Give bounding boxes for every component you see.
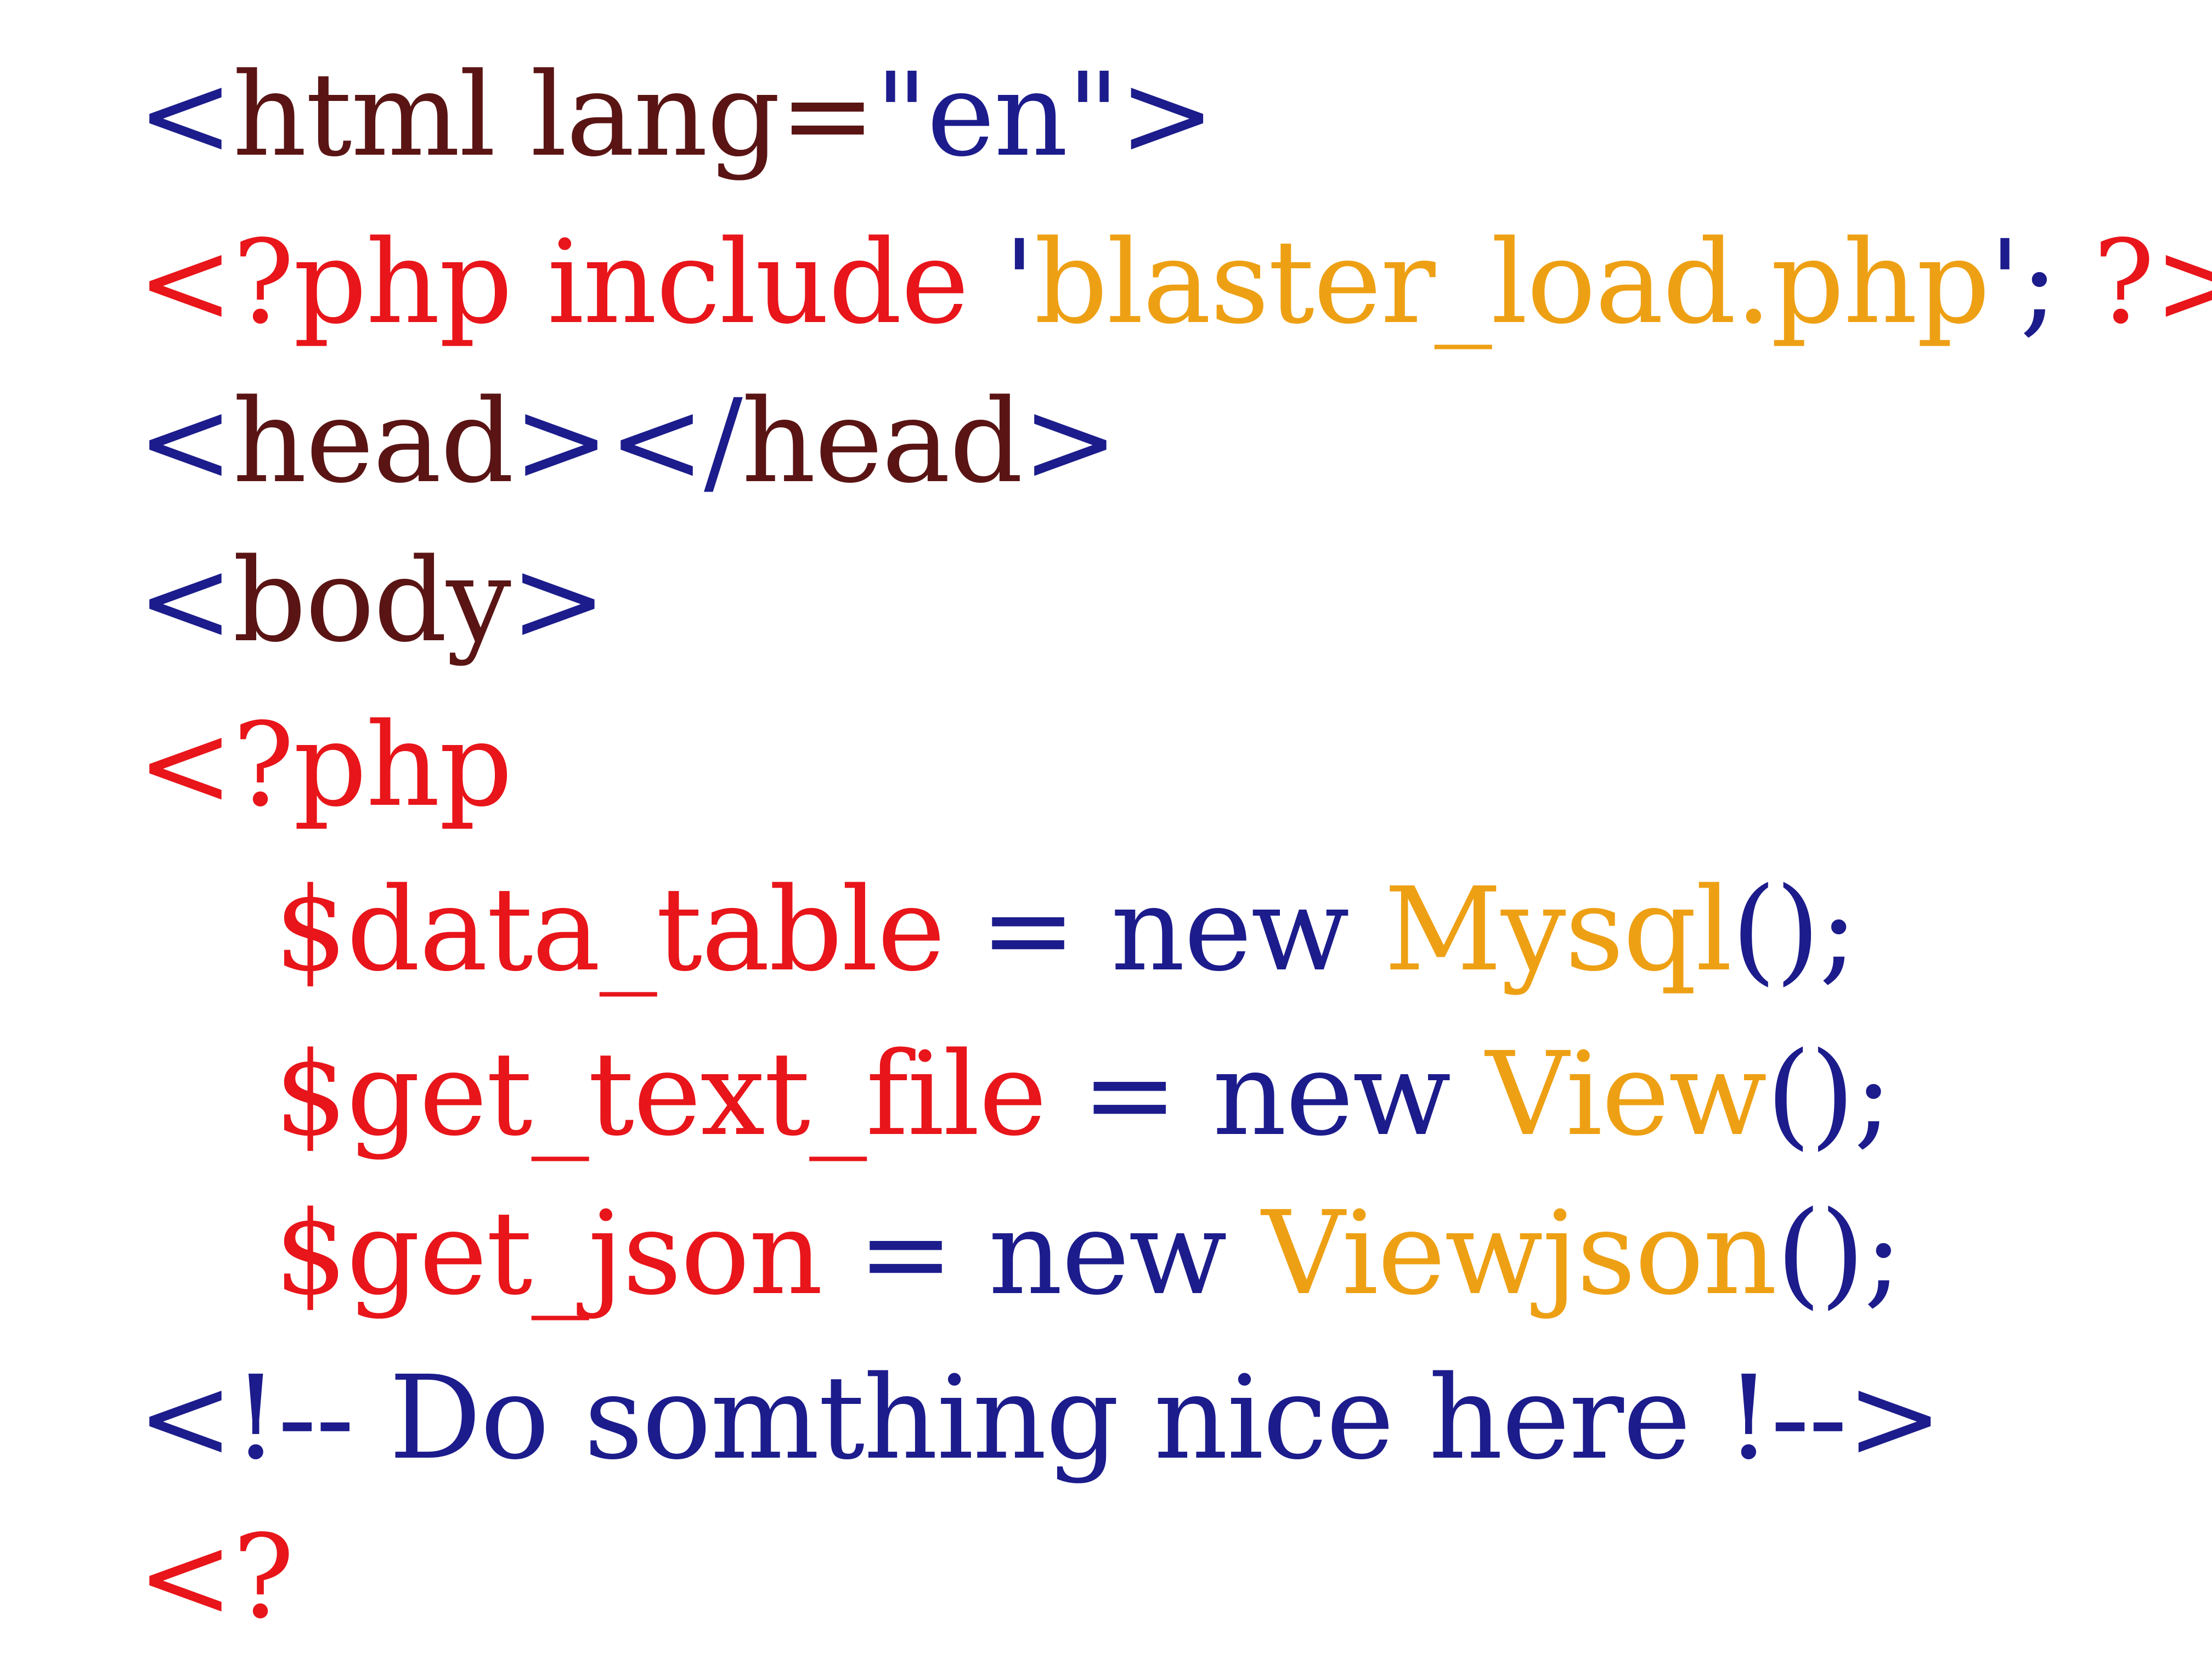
code-token-php: <?php include bbox=[137, 215, 1003, 349]
code-token-punct: ' bbox=[1003, 215, 1034, 349]
code-line-1: <html lang="en"> bbox=[137, 58, 1214, 173]
code-token-php: ?> bbox=[2057, 215, 2212, 349]
code-line-6: $data_table = new Mysql(); bbox=[274, 872, 1857, 988]
code-line-9: <!-- Do somthing nice here !--> bbox=[137, 1361, 1942, 1476]
code-token-tag: head bbox=[233, 374, 513, 509]
code-token-bracket: > bbox=[1119, 48, 1214, 182]
code-token-string: "en" bbox=[875, 48, 1119, 182]
code-token-tag: html lang= bbox=[233, 48, 875, 182]
code-line-5: <?php bbox=[137, 708, 512, 823]
code-line-10: <? bbox=[137, 1520, 294, 1635]
code-token-punct: (); bbox=[1731, 862, 1857, 997]
code-line-8: $get_json = new Viewjson(); bbox=[274, 1196, 1901, 1311]
code-token-bracket: > bbox=[1022, 374, 1118, 509]
code-line-2: <?php include 'blaster_load.php'; ?> bbox=[137, 225, 2212, 340]
code-token-bracket: < bbox=[137, 533, 233, 668]
code-token-punct: '; bbox=[1989, 215, 2057, 349]
code-token-php: <? bbox=[137, 1510, 294, 1644]
code-token-bracket: ></ bbox=[513, 374, 742, 509]
code-token-keyword: = new bbox=[944, 862, 1384, 997]
code-token-literal: View bbox=[1486, 1027, 1766, 1161]
code-token-punct: (); bbox=[1776, 1186, 1901, 1321]
code-token-keyword: = new bbox=[822, 1186, 1262, 1321]
code-token-literal: blaster_load.php bbox=[1034, 215, 1989, 349]
code-token-bracket: < bbox=[137, 48, 233, 182]
code-token-literal: Viewjson bbox=[1262, 1186, 1776, 1321]
code-token-punct: (); bbox=[1766, 1027, 1892, 1161]
code-token-comment: <!-- Do somthing nice here !--> bbox=[137, 1351, 1942, 1485]
code-token-keyword: = new bbox=[1046, 1027, 1486, 1161]
code-line-4: <body> bbox=[137, 543, 606, 658]
code-token-php: $get_json bbox=[274, 1186, 822, 1321]
code-token-php: $get_text_file bbox=[274, 1027, 1046, 1161]
code-token-literal: Mysql bbox=[1384, 862, 1731, 997]
code-token-tag: head bbox=[742, 374, 1022, 509]
code-token-bracket: > bbox=[510, 533, 606, 668]
code-token-tag: body bbox=[233, 533, 510, 668]
code-line-3: <head></head> bbox=[137, 384, 1118, 499]
code-token-bracket: < bbox=[137, 374, 233, 509]
code-token-php: $data_table bbox=[274, 862, 944, 997]
code-line-7: $get_text_file = new View(); bbox=[274, 1037, 1892, 1152]
code-token-php: <?php bbox=[137, 698, 512, 832]
